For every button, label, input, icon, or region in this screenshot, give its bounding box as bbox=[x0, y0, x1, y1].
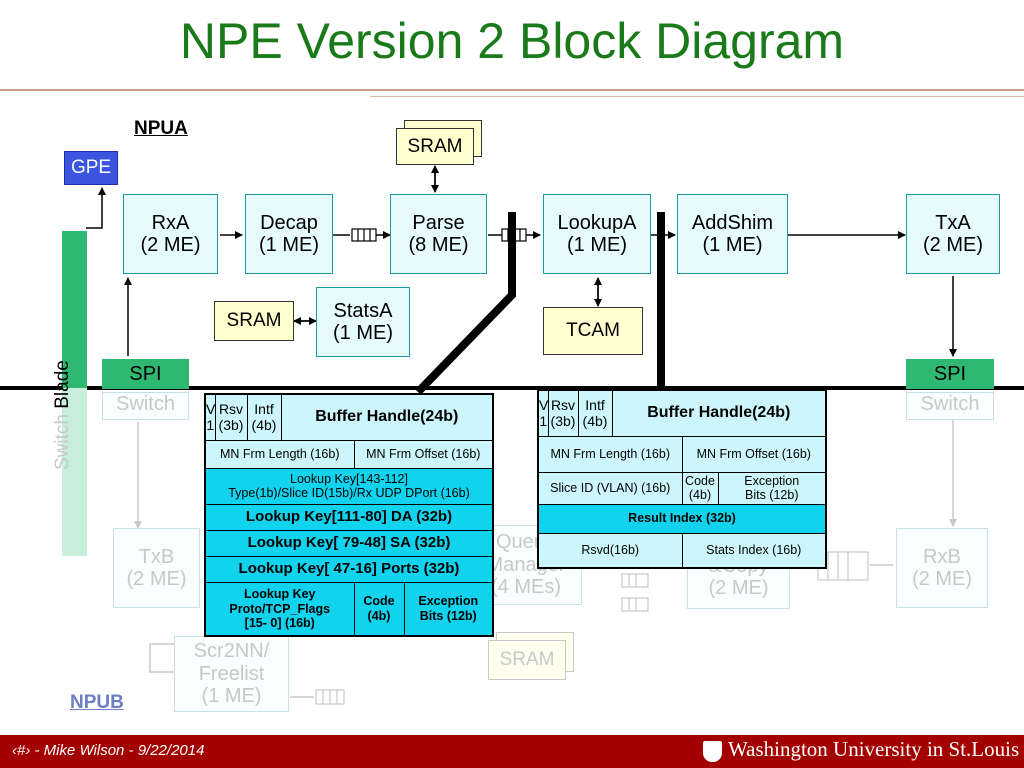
right-rsv-bits: (3b) bbox=[550, 413, 576, 430]
npua-label: NPUA bbox=[134, 118, 188, 139]
switch-blade-bottom bbox=[62, 556, 87, 557]
parse-block: Parse (8 ME) bbox=[390, 194, 487, 274]
right-intf: Intf(4b) bbox=[577, 389, 613, 437]
footer-bar bbox=[0, 735, 1024, 768]
left-mn-frm-length: MN Frm Length (16b) bbox=[204, 439, 355, 469]
blade-word: Blade bbox=[52, 360, 73, 409]
switch-blade-lower bbox=[62, 388, 87, 556]
left-lookup-key-15-a: Lookup Key bbox=[243, 587, 316, 602]
right-intf-label: Intf bbox=[585, 397, 605, 414]
txb-block: TxB (2 ME) bbox=[113, 528, 200, 608]
left-intf-label: Intf bbox=[254, 401, 274, 418]
left-rsv-bits: (3b) bbox=[218, 417, 244, 434]
addshim-block: AddShim (1 ME) bbox=[677, 194, 788, 274]
page-title: NPE Version 2 Block Diagram bbox=[179, 13, 845, 69]
left-rsv: Rsv(3b) bbox=[214, 393, 248, 441]
loop-scr2nn bbox=[149, 643, 175, 673]
right-stats-index: Stats Index (16b) bbox=[681, 532, 827, 569]
left-rsv-label: Rsv bbox=[218, 401, 244, 418]
rxb-block: RxB (2 ME) bbox=[896, 528, 988, 608]
spi-right: SPI bbox=[906, 359, 994, 389]
university-shield-icon bbox=[703, 741, 722, 762]
right-buffer-handle: Buffer Handle(24b) bbox=[611, 389, 827, 437]
left-intf-bits: (4b) bbox=[251, 417, 277, 434]
left-lookup-key-143-title: Lookup Key[143-112] bbox=[290, 471, 408, 486]
callout-line-left bbox=[415, 212, 516, 395]
right-slice-id: Slice ID (VLAN) (16b) bbox=[537, 471, 683, 505]
right-result-index: Result Index (32b) bbox=[537, 503, 827, 534]
right-exception-bits: Bits (12b) bbox=[745, 488, 799, 502]
right-v: V bbox=[539, 397, 548, 414]
right-code-label: Code bbox=[685, 473, 715, 488]
right-code-bits: (4b) bbox=[688, 488, 712, 502]
university-name: Washington University in St.Louis bbox=[728, 737, 1020, 761]
statsa-block: StatsA (1 ME) bbox=[316, 287, 410, 357]
left-lookup-key-111: Lookup Key[111-80] DA (32b) bbox=[204, 503, 494, 531]
left-exception-label: Exception bbox=[418, 594, 479, 609]
left-lookup-key-143-fields: Type(1b)/Slice ID(15b)/Rx UDP DPort (16b… bbox=[228, 486, 470, 500]
left-lookup-key-15-b: Proto/TCP_Flags bbox=[229, 601, 331, 616]
rxa-block: RxA (2 ME) bbox=[123, 194, 218, 274]
left-code-label: Code bbox=[363, 594, 395, 609]
switch-right: Switch bbox=[906, 392, 994, 420]
gpe-block: GPE bbox=[64, 151, 118, 185]
switch-blade-label: Switch Blade bbox=[52, 360, 74, 470]
right-exception-label: Exception bbox=[744, 473, 800, 488]
right-one: 1 bbox=[539, 413, 548, 430]
spi-left: SPI bbox=[102, 359, 189, 389]
left-exception-bits: Bits (12b) bbox=[419, 608, 477, 623]
right-intf-bits: (4b) bbox=[582, 413, 608, 430]
switch-word: Switch bbox=[52, 408, 73, 470]
queue-icon-decap-parse bbox=[351, 228, 377, 242]
left-lookup-key-79: Lookup Key[ 79-48] SA (32b) bbox=[204, 529, 494, 557]
left-one: 1 bbox=[206, 417, 215, 434]
footer-slide-info: ‹#› - Mike Wilson - 9/22/2014 bbox=[12, 742, 205, 759]
left-lookup-key-47: Lookup Key[ 47-16] Ports (32b) bbox=[204, 555, 494, 583]
sram-stats-block: SRAM bbox=[214, 301, 294, 341]
sram-bottom-block: SRAM bbox=[488, 640, 566, 680]
right-code: Code(4b) bbox=[681, 471, 719, 505]
left-v: V bbox=[206, 401, 215, 418]
title-rule bbox=[0, 89, 1024, 91]
lookupa-block: LookupA (1 ME) bbox=[543, 194, 651, 274]
right-rsv-label: Rsv bbox=[550, 397, 576, 414]
left-intf: Intf(4b) bbox=[246, 393, 282, 441]
arrow-switch-gpe bbox=[86, 187, 106, 229]
right-mn-frm-offset: MN Frm Offset (16b) bbox=[681, 435, 827, 473]
left-lookup-key-143: Lookup Key[143-112]Type(1b)/Slice ID(15b… bbox=[204, 467, 494, 505]
left-code-bits: (4b) bbox=[367, 608, 391, 623]
title-rule-2 bbox=[370, 96, 1024, 97]
right-mn-frm-length: MN Frm Length (16b) bbox=[537, 435, 683, 473]
left-mn-frm-offset: MN Frm Offset (16b) bbox=[353, 439, 494, 469]
right-rsvd: Rsvd(16b) bbox=[537, 532, 683, 569]
tcam-block: TCAM bbox=[543, 307, 643, 355]
npub-label: NPUB bbox=[70, 692, 124, 713]
sram-top-block: SRAM bbox=[396, 128, 474, 165]
scr2nn-block: Scr2NN/ Freelist (1 ME) bbox=[174, 636, 289, 712]
left-buffer-handle: Buffer Handle(24b) bbox=[280, 393, 494, 441]
right-rsv: Rsv(3b) bbox=[547, 389, 579, 437]
txa-block: TxA (2 ME) bbox=[906, 194, 1000, 274]
left-lookup-key-15-c: [15- 0] (16b) bbox=[244, 615, 315, 630]
decap-block: Decap (1 ME) bbox=[245, 194, 333, 274]
switch-left: Switch bbox=[102, 392, 189, 420]
left-code: Code(4b) bbox=[353, 581, 405, 637]
